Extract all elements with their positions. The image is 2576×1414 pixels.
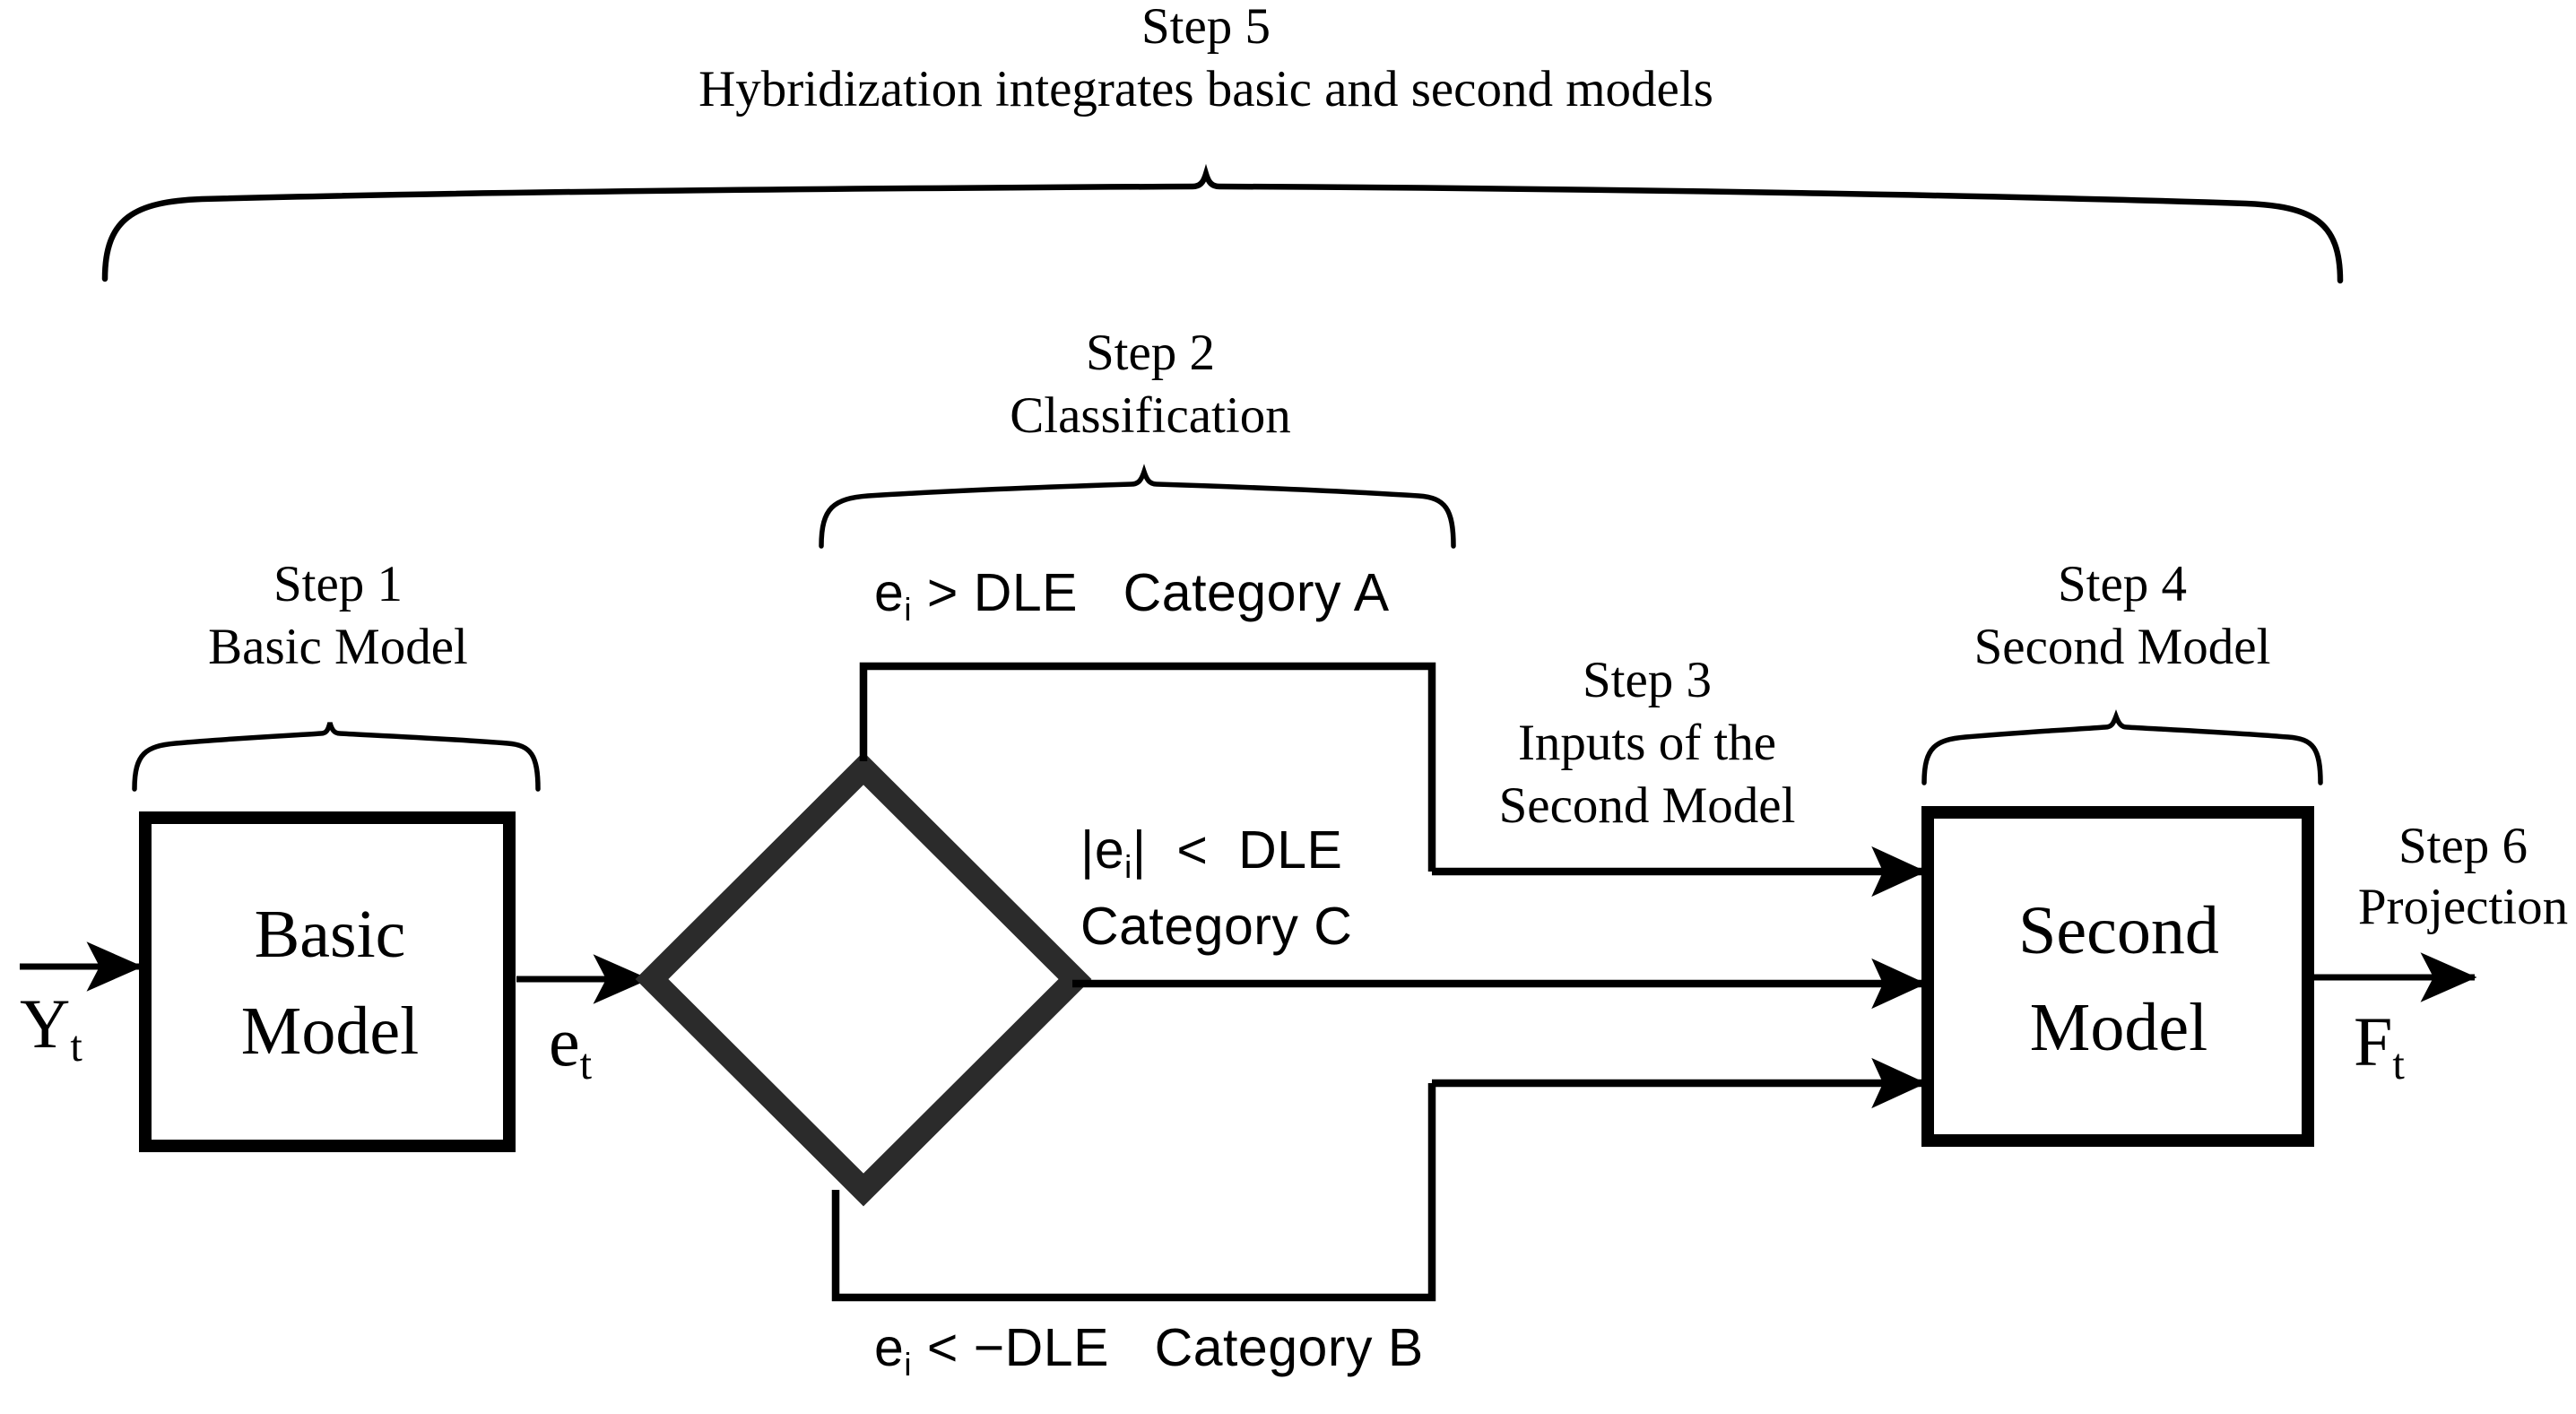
- category-a-subscript: i: [904, 590, 912, 628]
- basic-model-line1: Basic: [254, 897, 406, 972]
- output-signal-subscript: t: [2392, 1040, 2405, 1089]
- input-signal-label: Yt: [20, 985, 82, 1071]
- category-a-condition: ei > DLE Category A: [874, 563, 1390, 628]
- step3-label: Step 3: [1582, 652, 1713, 708]
- step3-description-line1: Inputs of the: [1517, 715, 1777, 771]
- step6-label: Step 6: [2398, 818, 2528, 874]
- category-a-variable: e: [874, 563, 905, 622]
- input-signal-subscript: t: [70, 1022, 82, 1071]
- step2-description: Classification: [1010, 387, 1291, 444]
- step4-description: Second Model: [1973, 619, 2271, 675]
- category-b-rest: < −DLE Category B: [911, 1318, 1424, 1377]
- category-a-rest: > DLE Category A: [911, 563, 1390, 622]
- output-signal-label: Ft: [2354, 1002, 2405, 1089]
- basic-model-line2: Model: [240, 993, 420, 1069]
- input-signal-base: Y: [20, 985, 71, 1063]
- step1-label: Step 1: [273, 556, 403, 612]
- second-model-box: [1921, 806, 2314, 1147]
- error-signal-label: et: [549, 1002, 592, 1089]
- category-b-condition: ei < −DLE Category B: [874, 1318, 1424, 1383]
- category-c-rest: | < DLE: [1132, 820, 1343, 880]
- step1-brace: [132, 722, 541, 792]
- step5-brace: [101, 163, 2344, 284]
- step1-description: Basic Model: [208, 619, 468, 675]
- step2-brace: [819, 464, 1456, 549]
- error-signal-subscript: t: [579, 1040, 593, 1089]
- category-b-subscript: i: [904, 1345, 912, 1383]
- step6-description: Projection: [2357, 879, 2569, 935]
- error-signal-base: e: [549, 1002, 580, 1080]
- second-model-line2: Model: [2029, 990, 2208, 1065]
- basic-model-box: [139, 811, 516, 1152]
- step4-label: Step 4: [2057, 556, 2188, 612]
- category-c-variable: |e: [1080, 820, 1125, 880]
- category-c-condition: |ei| < DLE: [1080, 820, 1343, 885]
- classification-diamond: [635, 751, 1092, 1207]
- category-b-variable: e: [874, 1318, 905, 1377]
- output-signal-base: F: [2354, 1002, 2393, 1080]
- second-model-line1: Second: [2018, 893, 2219, 968]
- category-c-label: Category C: [1080, 897, 1353, 956]
- step5-label: Step 5: [1141, 0, 1271, 55]
- step4-brace: [1921, 709, 2323, 785]
- step5-description: Hybridization integrates basic and secon…: [698, 61, 1713, 117]
- category-a-path: [859, 662, 1436, 872]
- category-c-subscript: i: [1124, 847, 1132, 885]
- category-b-path: [831, 1083, 1436, 1302]
- step3-description-line2: Second Model: [1498, 777, 1796, 834]
- step2-label: Step 2: [1085, 325, 1216, 381]
